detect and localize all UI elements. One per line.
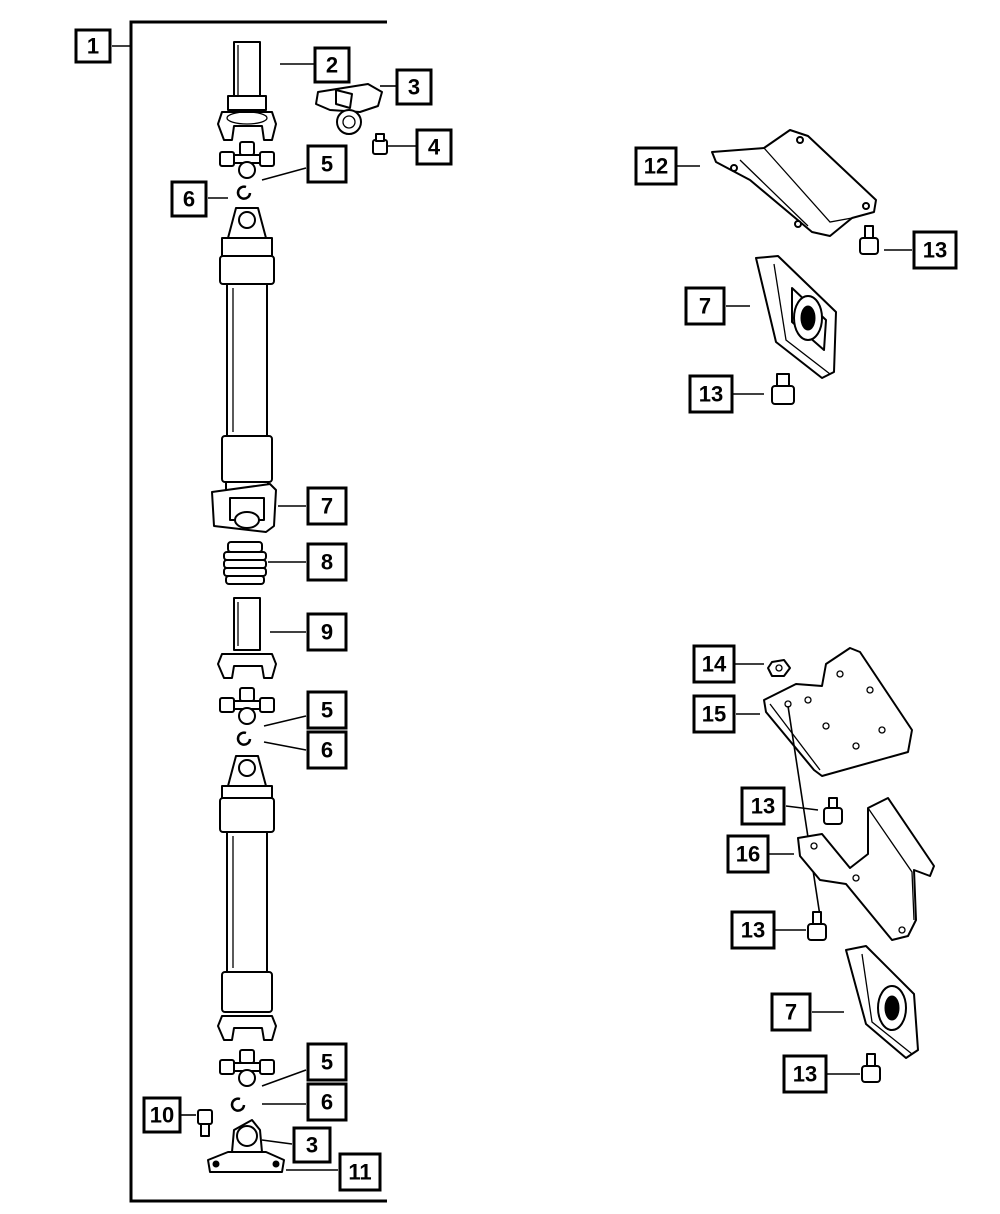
callout-13: 13 [688,374,734,414]
svg-text:10: 10 [150,1103,174,1128]
crossmember-bracket-12 [711,129,877,237]
callout-11: 11 [338,1152,382,1192]
svg-text:13: 13 [741,918,765,943]
callout-7: 7 [684,286,726,326]
callout-13: 13 [730,910,776,950]
callout-3: 3 [292,1126,332,1164]
center-bearing-7a [211,483,277,533]
callout-12: 12 [634,146,678,186]
callout-2: 2 [313,46,351,84]
svg-text:2: 2 [326,53,338,78]
callout-5: 5 [306,1042,348,1082]
svg-text:9: 9 [321,620,333,645]
svg-text:1: 1 [87,34,99,59]
svg-text:4: 4 [428,135,441,160]
callout-9: 9 [306,612,348,652]
u-joint-1 [219,141,275,179]
svg-text:5: 5 [321,698,333,723]
slip-yoke-9 [217,597,277,679]
bolt-13c [823,797,843,825]
svg-text:6: 6 [321,1090,333,1115]
callout-13: 13 [912,230,958,270]
svg-text:3: 3 [306,1133,318,1158]
callout-7: 7 [770,992,812,1032]
callout-7: 7 [306,486,348,526]
svg-text:8: 8 [321,550,333,575]
svg-text:3: 3 [408,75,420,100]
svg-text:7: 7 [785,1000,797,1025]
callout-13: 13 [782,1054,828,1094]
svg-text:11: 11 [348,1160,371,1185]
svg-text:12: 12 [644,154,668,179]
assembly-bracket [129,20,387,1203]
callout-4: 4 [415,128,453,166]
callout-15: 15 [692,694,736,734]
callout-6: 6 [306,1082,348,1122]
svg-text:7: 7 [321,494,333,519]
callout-5: 5 [306,144,348,184]
callout-8: 8 [306,542,348,582]
center-bearing-7b [755,255,837,379]
snap-ring-2 [236,731,252,746]
callout-5: 5 [306,690,348,730]
svg-text:14: 14 [702,652,727,677]
svg-text:16: 16 [736,842,760,867]
center-bearing-7c [845,945,919,1059]
plate-15 [763,647,913,777]
bolt-4 [372,133,388,155]
bracket-16 [797,797,935,941]
bolt-13e [861,1053,881,1083]
snap-ring-1 [236,185,252,200]
snap-ring-3 [230,1097,246,1112]
callout-6: 6 [306,730,348,770]
callout-13: 13 [740,786,786,826]
callout-6: 6 [170,180,208,218]
front-slip-yoke [217,41,277,141]
bolt-13d [807,911,827,941]
svg-text:5: 5 [321,152,333,177]
boot-8 [223,541,267,585]
bolt-13b [771,373,795,405]
u-joint-2 [219,687,275,725]
svg-text:5: 5 [321,1050,333,1075]
tube-2 [217,755,277,1041]
svg-text:13: 13 [923,238,947,263]
callout-16: 16 [726,834,770,874]
svg-text:15: 15 [702,702,726,727]
callout-10: 10 [142,1096,182,1134]
callout-14: 14 [692,644,736,684]
svg-text:13: 13 [699,382,723,407]
leader-lines [180,63,912,1171]
svg-text:13: 13 [793,1062,817,1087]
nut-14 [767,659,791,677]
tube-1 [219,207,275,495]
center-bearing-mount-2 [315,83,383,135]
callout-1: 1 [74,28,112,64]
u-joint-3 [219,1049,275,1087]
svg-text:7: 7 [699,294,711,319]
svg-text:6: 6 [321,738,333,763]
bolt-13a [859,225,879,255]
bolt-10 [197,1109,213,1137]
svg-text:6: 6 [183,187,195,212]
flange-yoke-11 [207,1119,285,1173]
callout-3: 3 [395,68,433,106]
svg-text:13: 13 [751,794,775,819]
